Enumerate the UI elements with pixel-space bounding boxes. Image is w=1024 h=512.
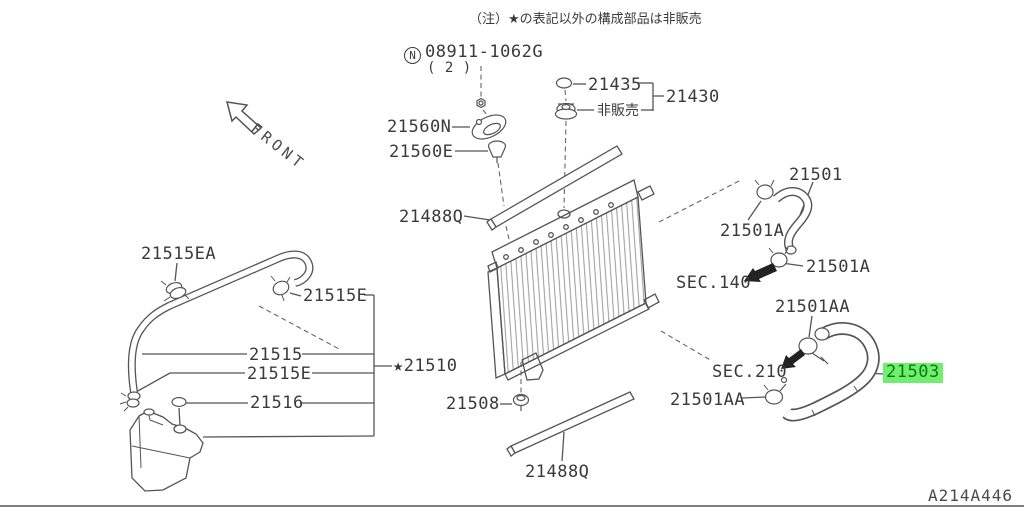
oring-21435 [555, 77, 573, 89]
part-label-21430[interactable]: 21430 [666, 87, 720, 107]
part-label-21515EA[interactable]: 21515EA [141, 244, 217, 264]
reservoir-hose [127, 250, 314, 393]
upper-hose-21501 [772, 187, 813, 255]
part-label-21501[interactable]: 21501 [789, 165, 843, 185]
part-label-21501A-lower[interactable]: 21501A [806, 257, 871, 277]
sec210-arrow [781, 349, 805, 369]
sec210-reference: SEC.210 [712, 362, 788, 382]
sec140-arrow [744, 263, 777, 282]
clamp-21501AA-upper [798, 337, 829, 365]
radiator [487, 179, 660, 381]
clamp-21501A-upper [754, 179, 775, 200]
nut [476, 97, 486, 109]
mount-21508 [512, 393, 530, 411]
fastener-number: 08911-1062G [425, 42, 544, 62]
radiator-cap [554, 102, 578, 120]
part-label-21435[interactable]: 21435 [588, 75, 642, 95]
note-text: （注）★の表記以外の構成部品は非販売 [469, 12, 702, 27]
dashed-lines [258, 66, 742, 393]
clip-21515EA [160, 280, 190, 302]
fastener-qty: ( 2 ) [427, 60, 472, 76]
clamp-21501A-lower [768, 247, 789, 268]
sec140-reference: SEC.140 [676, 273, 752, 293]
part-label-21501A-upper[interactable]: 21501A [720, 221, 785, 241]
part-label-21560N[interactable]: 21560N [387, 117, 452, 137]
part-label-21508[interactable]: 21508 [446, 394, 500, 414]
reservoir-tank [129, 408, 204, 492]
seal-strip-top [486, 145, 623, 231]
clamp-21515E-upper [270, 275, 291, 302]
reservoir-cap [171, 396, 187, 408]
bracket-21560N [471, 114, 507, 140]
mount-21560E [487, 140, 507, 163]
part-label-21503-highlighted[interactable]: 21503 [883, 363, 943, 383]
hose-clip-21515E-lower [119, 391, 141, 412]
part-label-21515[interactable]: 21515 [249, 345, 303, 365]
part-label-21560E[interactable]: 21560E [389, 142, 454, 162]
drawing-code: A214A446 [928, 486, 1014, 505]
part-label-21516[interactable]: 21516 [250, 393, 304, 413]
part-label-21488Q-bottom[interactable]: 21488Q [525, 462, 590, 482]
part-label-21488Q-top[interactable]: 21488Q [399, 207, 464, 227]
star-icon: ★ [393, 356, 404, 376]
front-arrow [225, 101, 263, 136]
part-label-21515E-lower[interactable]: 21515E [247, 364, 312, 384]
part-label-21510[interactable]: ★21510 [393, 356, 458, 376]
lower-hose-21503 [782, 322, 880, 422]
clamp-21501AA-lower [763, 376, 788, 405]
circled-n-icon: N [404, 47, 421, 64]
seal-strip-bottom [506, 391, 635, 457]
part-label-21501AA-lower[interactable]: 21501AA [670, 390, 746, 410]
not-sold-label: 非販売 [597, 103, 639, 119]
part-label-21515E-upper[interactable]: 21515E [303, 286, 368, 306]
part-label-21501AA-upper[interactable]: 21501AA [775, 297, 851, 317]
